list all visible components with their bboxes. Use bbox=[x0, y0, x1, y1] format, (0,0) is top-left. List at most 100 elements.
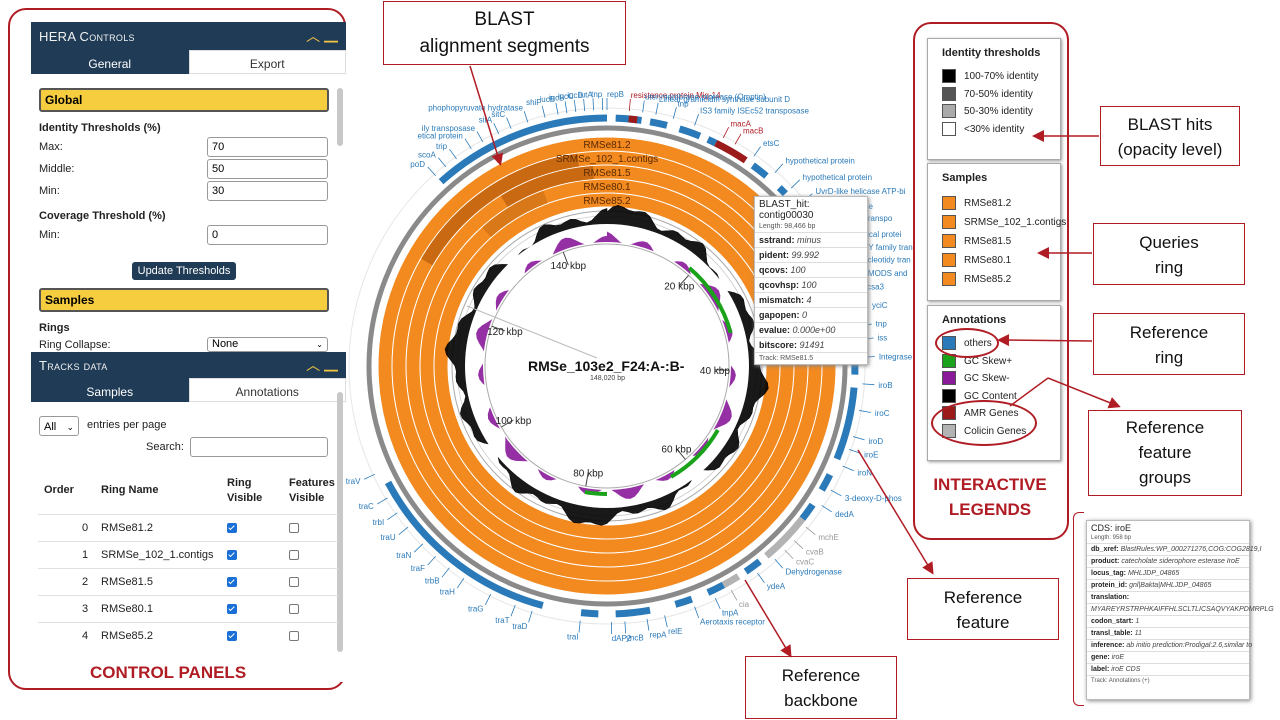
features-visible-checkbox[interactable] bbox=[289, 604, 299, 614]
hera-controls-header[interactable]: HERA Controls ︿ ▁ bbox=[31, 22, 346, 50]
identity-legend-item-swatch[interactable] bbox=[942, 121, 956, 136]
max-input[interactable] bbox=[207, 137, 328, 157]
reference-feature bbox=[743, 558, 762, 575]
features-visible-checkbox[interactable] bbox=[289, 577, 299, 587]
cds-tooltip-row: codon_start: 1 bbox=[1087, 615, 1249, 627]
tab-general[interactable]: General bbox=[31, 50, 189, 74]
gene-tick bbox=[541, 105, 546, 118]
gene-label: dedA bbox=[835, 510, 854, 519]
collapse-minimize-icon[interactable]: ︿ ▁ bbox=[306, 357, 338, 373]
reference-feature bbox=[833, 387, 858, 461]
identity-legend-item-label[interactable]: 100-70% identity bbox=[964, 71, 1039, 82]
gene-label: iucD bbox=[567, 91, 583, 100]
features-visible-checkbox[interactable] bbox=[289, 550, 299, 560]
collapse-minimize-icon[interactable]: ︿ ▁ bbox=[306, 28, 338, 44]
sample-legend-item-swatch[interactable] bbox=[942, 253, 956, 267]
sample-legend-item-label[interactable]: RMSe85.2 bbox=[964, 274, 1012, 285]
ring-visible-checkbox[interactable] bbox=[227, 604, 237, 614]
annotation-legend-item-label[interactable]: GC Skew+ bbox=[964, 355, 1013, 367]
gene-tick bbox=[734, 133, 742, 145]
col-ring-name[interactable]: Ring Name bbox=[101, 484, 159, 496]
sample-legend-item-label[interactable]: RMSe81.5 bbox=[964, 236, 1012, 247]
middle-input[interactable] bbox=[207, 159, 328, 179]
sample-legend-item-swatch[interactable] bbox=[942, 272, 956, 286]
circular-genome-plot[interactable]: RMSe81.2SRMSe_102_1.contigsRMSe81.5RMSe8… bbox=[340, 0, 920, 700]
callout-blast-hits: BLAST hits (opacity level) bbox=[1100, 106, 1240, 166]
identity-legend-item-label[interactable]: <30% identity bbox=[964, 123, 1025, 135]
sample-legend-item-swatch[interactable] bbox=[942, 196, 956, 210]
gene-tick bbox=[624, 621, 627, 634]
ring-collapse-select[interactable]: None ⌄ bbox=[207, 337, 328, 352]
sample-legend-item-swatch[interactable] bbox=[942, 234, 956, 248]
ring-visible-checkbox[interactable] bbox=[227, 523, 237, 533]
gene-label: SNCY family tran bbox=[851, 243, 912, 252]
col-ring-visible[interactable]: Ring Visible bbox=[227, 477, 263, 504]
tab-annotations[interactable]: Annotations bbox=[188, 378, 346, 402]
col-order[interactable]: Order bbox=[44, 484, 74, 496]
gene-label: traH bbox=[440, 587, 455, 596]
entries-per-page-select[interactable]: All ⌄ bbox=[39, 416, 79, 436]
sample-legend-item-label[interactable]: SRMSe_102_1.contigs bbox=[964, 217, 1067, 228]
ring-visible-checkbox[interactable] bbox=[227, 577, 237, 587]
gene-tick bbox=[821, 505, 832, 513]
tracks-scrollbar[interactable] bbox=[337, 392, 343, 652]
gene-tick bbox=[694, 606, 700, 618]
identity-legend-item-swatch[interactable] bbox=[942, 69, 956, 83]
kbp-label: 20 kbp bbox=[664, 282, 694, 293]
samples-section-bar[interactable]: Samples bbox=[39, 288, 329, 312]
features-visible-checkbox[interactable] bbox=[289, 523, 299, 533]
tracks-data-header[interactable]: Tracks data ︿ ▁ bbox=[31, 352, 346, 378]
kbp-tick bbox=[501, 419, 514, 428]
identity-legend-item-label[interactable]: 70-50% identity bbox=[964, 88, 1033, 100]
gene-label: ily transposase bbox=[422, 124, 476, 133]
identity-legend-item-swatch[interactable] bbox=[942, 104, 956, 118]
tooltip-key: gapopen: bbox=[759, 310, 802, 320]
annotation-legend-item-swatch[interactable] bbox=[942, 388, 956, 403]
gene-tick bbox=[583, 98, 586, 112]
identity-legend-item-label[interactable]: 50-30% identity bbox=[964, 106, 1033, 117]
ring-visible-checkbox[interactable] bbox=[227, 631, 237, 641]
row-order: 4 bbox=[82, 630, 89, 642]
gene-label: pothetical protei bbox=[845, 230, 902, 239]
gene-tick bbox=[628, 98, 631, 112]
annotation-legend-item-swatch[interactable] bbox=[942, 371, 956, 385]
gene-label: Dehydrogenase bbox=[785, 567, 842, 576]
query-ring bbox=[392, 151, 822, 581]
gene-tick bbox=[784, 549, 794, 560]
col-features-visible[interactable]: Features Visible bbox=[289, 477, 335, 504]
identity-legend-item-swatch[interactable] bbox=[942, 86, 956, 101]
features-visible-checkbox[interactable] bbox=[289, 631, 299, 641]
annotation-legend-item-label[interactable]: GC Content bbox=[964, 390, 1017, 402]
gene-tick bbox=[655, 102, 659, 115]
min-input[interactable] bbox=[207, 181, 328, 201]
sample-legend-item-swatch[interactable] bbox=[942, 215, 956, 229]
callout-blast-line2: alignment segments bbox=[419, 36, 590, 57]
reference-backbone-ring bbox=[366, 125, 848, 607]
cds-tooltip-value: iroE CDS bbox=[1111, 666, 1141, 673]
search-input[interactable] bbox=[190, 437, 328, 457]
callout-groups-line1: Reference bbox=[1125, 418, 1205, 437]
tab-export[interactable]: Export bbox=[188, 50, 346, 74]
genome-length: 148,020 bp bbox=[590, 375, 626, 382]
update-thresholds-button[interactable]: Update Thresholds bbox=[132, 262, 236, 280]
gene-label: traC bbox=[359, 502, 374, 511]
sample-legend-item-label[interactable]: RMSe80.1 bbox=[964, 255, 1012, 266]
annotation-legend-item-label[interactable]: GC Skew- bbox=[964, 373, 1010, 384]
gene-tick bbox=[573, 99, 577, 112]
hera-scrollbar[interactable] bbox=[337, 88, 343, 146]
global-section-bar[interactable]: Global bbox=[39, 88, 329, 112]
tab-samples[interactable]: Samples bbox=[31, 378, 189, 402]
sample-legend-item-label[interactable]: RMSe81.2 bbox=[964, 198, 1012, 209]
callout-feature-line1: Reference bbox=[943, 588, 1023, 607]
blast-segment bbox=[500, 165, 595, 208]
coverage-min-input[interactable] bbox=[207, 225, 328, 245]
ring-visible-checkbox[interactable] bbox=[227, 550, 237, 560]
reference-feature bbox=[799, 502, 816, 521]
